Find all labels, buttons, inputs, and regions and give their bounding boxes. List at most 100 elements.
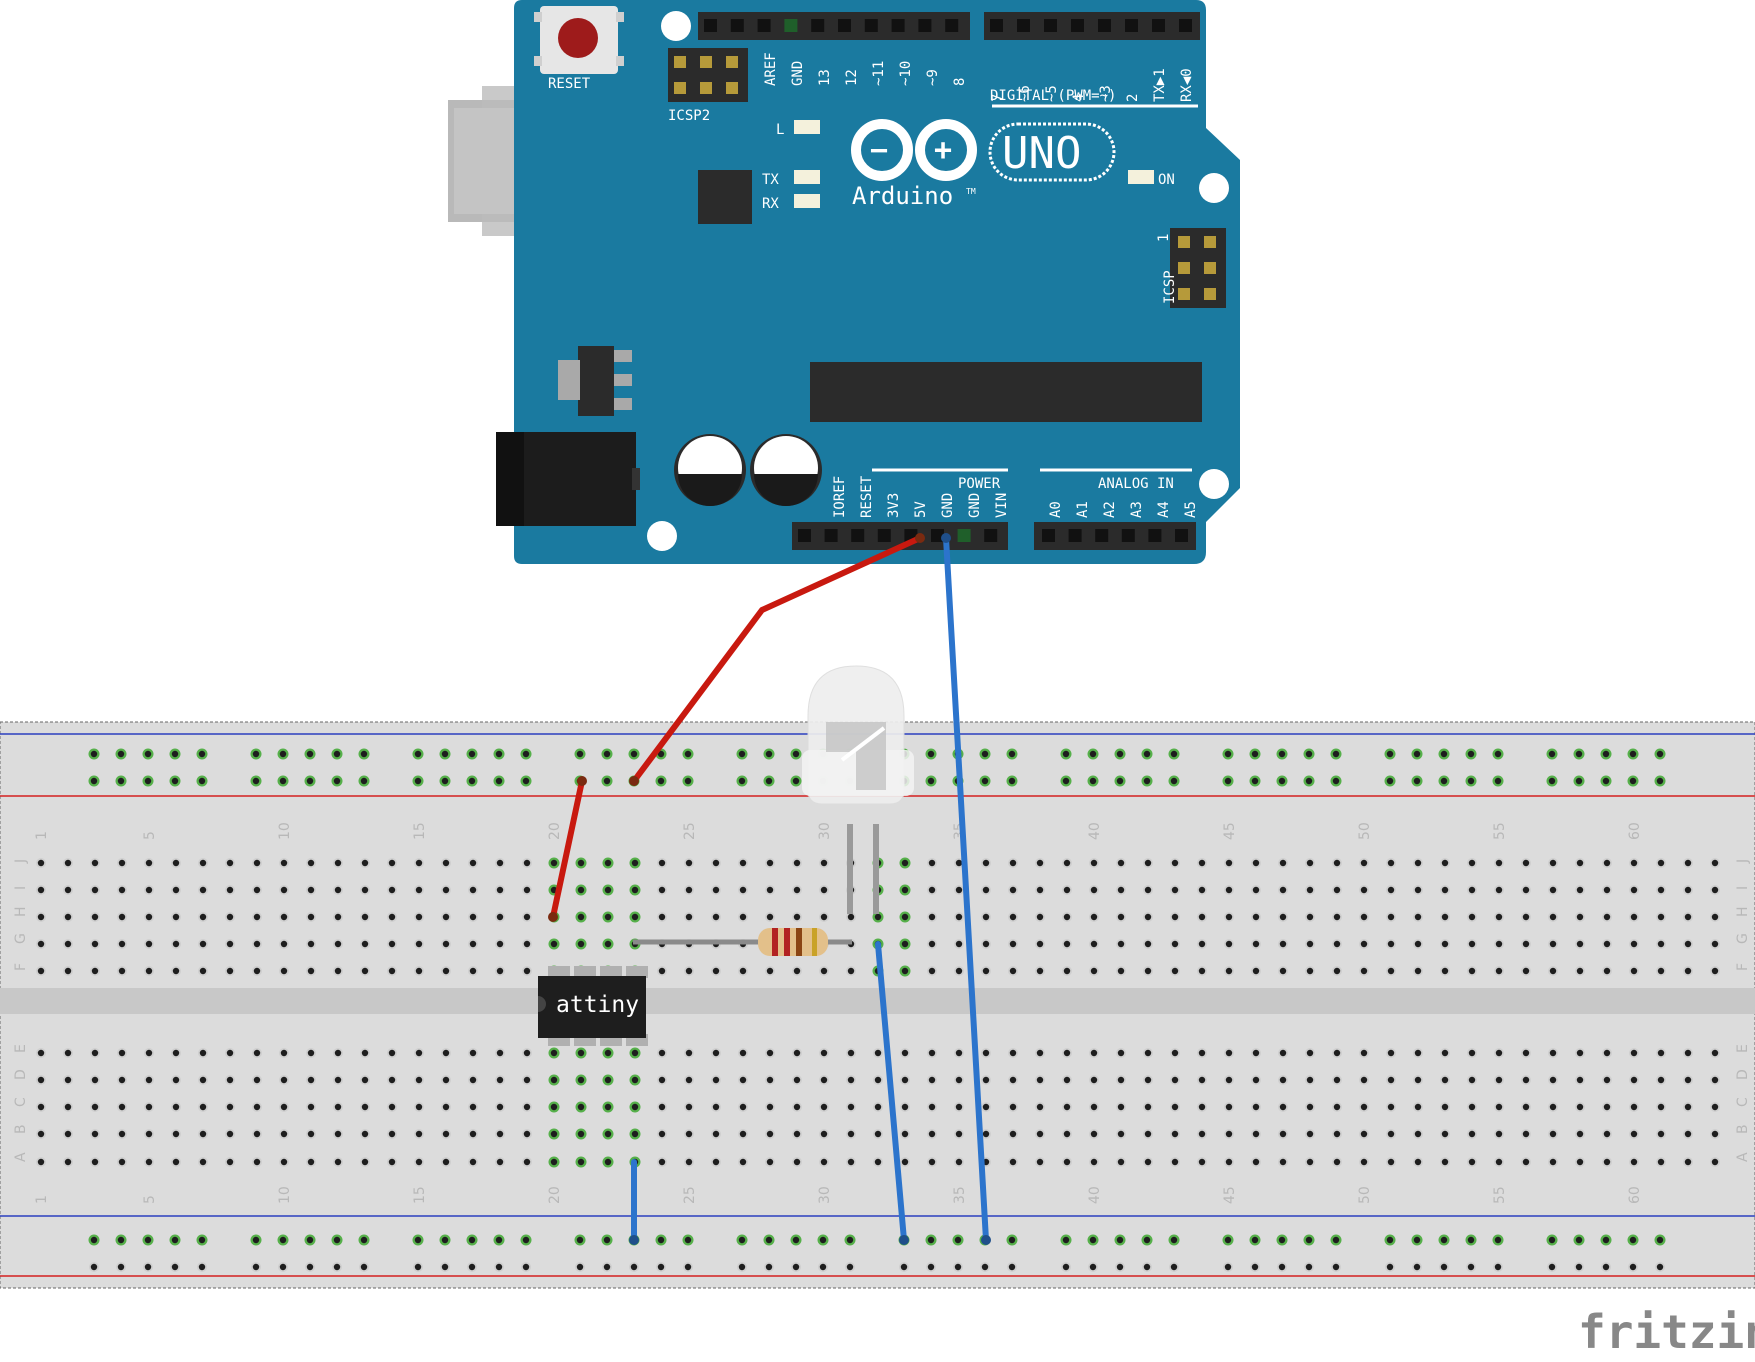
breadboard-hole: [442, 967, 450, 975]
breadboard-hole: [1009, 859, 1017, 867]
breadboard-hole: [388, 1049, 396, 1057]
header-pin: [1204, 236, 1216, 248]
breadboard-hole: [1198, 967, 1206, 975]
breadboard-hole: [955, 886, 963, 894]
breadboard-hole: [172, 1076, 180, 1084]
breadboard-hole: [1603, 1049, 1611, 1057]
breadboard-hole: [847, 1103, 855, 1111]
breadboard-hole: [334, 1130, 342, 1138]
breadboard-hole: [766, 1130, 774, 1138]
breadboard-hole: [1684, 1076, 1692, 1084]
breadboard-hole: [1549, 1130, 1557, 1138]
breadboard-hole: [955, 1158, 963, 1166]
led-tx-label: TX: [762, 172, 779, 188]
pin-label: 2: [1125, 94, 1141, 102]
breadboard-hole: [388, 1076, 396, 1084]
attiny-chip[interactable]: attiny: [538, 966, 648, 1046]
breadboard-hole: [1333, 940, 1341, 948]
breadboard-hole: [1252, 1130, 1260, 1138]
column-number: 20: [547, 822, 563, 840]
rail-hole: [144, 750, 152, 758]
breadboard-hole: [1495, 886, 1503, 894]
rail-hole: [252, 750, 260, 758]
breadboard-hole: [1225, 859, 1233, 867]
breadboard-hole: [496, 1049, 504, 1057]
breadboard-hole: [955, 859, 963, 867]
rail-hole: [1332, 750, 1340, 758]
rail-hole: [1575, 750, 1583, 758]
rail-hole: [819, 1263, 827, 1271]
breadboard-hole: [388, 886, 396, 894]
breadboard-hole: [226, 1158, 234, 1166]
breadboard-hole: [523, 913, 531, 921]
breadboard-hole: [1198, 1049, 1206, 1057]
breadboard-hole: [1576, 1103, 1584, 1111]
breadboard-hole: [1630, 1103, 1638, 1111]
reset-button[interactable]: [534, 6, 624, 74]
breadboard-hole: [1495, 1130, 1503, 1138]
breadboard-hole: [1036, 1103, 1044, 1111]
breadboard-hole: [1495, 940, 1503, 948]
header-pin: [757, 19, 771, 32]
breadboard-hole: [199, 886, 207, 894]
breadboard-hole: [253, 1049, 261, 1057]
pin-label: RESET: [859, 475, 875, 518]
breadboard-hole: [1549, 1049, 1557, 1057]
breadboard-hole: [1171, 913, 1179, 921]
breadboard-hole: [577, 940, 585, 948]
breadboard-hole: [685, 913, 693, 921]
header-pin: [798, 529, 811, 542]
row-letter: I: [1735, 886, 1751, 890]
breadboard-hole: [1117, 1158, 1125, 1166]
breadboard-hole: [1711, 913, 1719, 921]
header-pin: [704, 19, 717, 32]
breadboard-hole: [739, 1158, 747, 1166]
header-pin: [1125, 19, 1138, 32]
breadboard-hole: [712, 1130, 720, 1138]
breadboard-hole: [847, 1049, 855, 1057]
breadboard-hole: [199, 967, 207, 975]
power-label: POWER: [958, 476, 1001, 492]
rail-hole: [1440, 777, 1448, 785]
breadboard-hole: [226, 886, 234, 894]
rail-hole: [1224, 750, 1232, 758]
rail-hole: [1305, 777, 1313, 785]
breadboard-hole: [1279, 1130, 1287, 1138]
rail-hole: [1467, 777, 1475, 785]
rail-hole: [1467, 1263, 1475, 1271]
rail-hole: [441, 750, 449, 758]
rail-hole: [765, 777, 773, 785]
breadboard-hole: [1063, 913, 1071, 921]
arduino-logo: − + Arduino TM UNO: [851, 119, 1116, 210]
rail-hole: [1548, 777, 1556, 785]
header-pin: [1044, 19, 1057, 32]
breadboard-hole: [1279, 940, 1287, 948]
rail-hole: [279, 1236, 287, 1244]
breadboard-hole: [280, 1049, 288, 1057]
breadboard-hole: [523, 1076, 531, 1084]
arduino-uno-board: RESET ICSP2: [448, 0, 1240, 564]
breadboard-hole: [1441, 1158, 1449, 1166]
breadboard-hole: [955, 1076, 963, 1084]
breadboard-hole: [928, 913, 936, 921]
breadboard-hole: [685, 1158, 693, 1166]
rail-hole: [1575, 777, 1583, 785]
breadboard-hole: [577, 1103, 585, 1111]
breadboard-hole: [361, 1076, 369, 1084]
breadboard-hole: [145, 1158, 153, 1166]
rail-hole: [954, 1236, 962, 1244]
breadboard-hole: [1036, 913, 1044, 921]
breadboard-hole: [982, 1103, 990, 1111]
breadboard-hole: [280, 1103, 288, 1111]
breadboard-hole: [739, 1103, 747, 1111]
breadboard-hole: [1036, 886, 1044, 894]
rail-hole: [1170, 777, 1178, 785]
breadboard-hole: [1657, 1130, 1665, 1138]
breadboard-hole: [1333, 1103, 1341, 1111]
breadboard-hole: [1657, 1049, 1665, 1057]
breadboard-hole: [1144, 859, 1152, 867]
breadboard-hole: [847, 1130, 855, 1138]
header-pin: [674, 56, 686, 68]
pin-label: IOREF: [832, 476, 848, 518]
breadboard-hole: [874, 1130, 882, 1138]
